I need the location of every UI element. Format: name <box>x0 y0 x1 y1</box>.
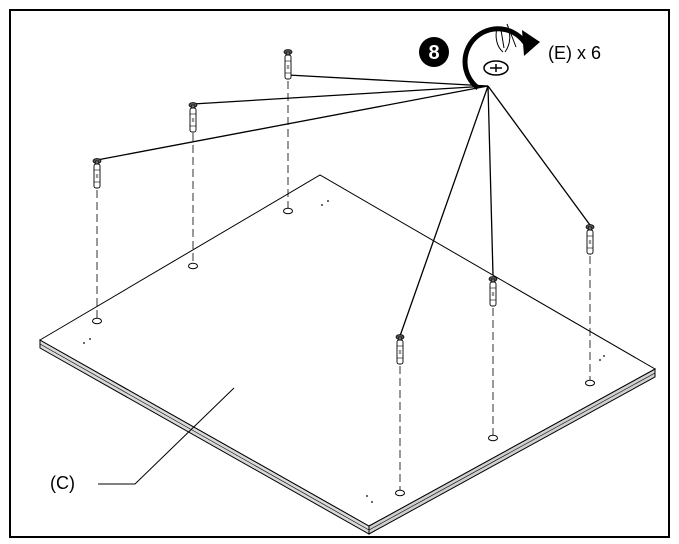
part-e-quantity-label: (E) x 6 <box>548 43 601 63</box>
page-frame <box>9 9 670 538</box>
cam-pin <box>92 158 102 189</box>
screw-head-icon <box>483 60 509 76</box>
cam-pin <box>283 49 293 80</box>
cam-pin <box>585 224 595 255</box>
dashed-guides <box>96 81 591 490</box>
hole <box>585 379 595 387</box>
part-c-callout: (C) <box>50 387 235 493</box>
hole <box>283 207 293 215</box>
cam-pin <box>488 276 498 307</box>
step-number-badge: 8 <box>419 37 449 67</box>
part-c-label: (C) <box>50 473 75 493</box>
hole <box>488 434 498 442</box>
board-top <box>38 174 657 527</box>
board-c <box>38 174 657 535</box>
hole <box>188 262 198 270</box>
part-c-leader <box>98 387 235 485</box>
hole <box>92 317 102 325</box>
step-number: 8 <box>428 42 439 64</box>
finger-twist-icon <box>495 23 517 53</box>
hole <box>395 489 405 497</box>
cam-pin <box>188 102 198 133</box>
leader-lines <box>96 74 591 337</box>
board-holes <box>92 207 595 497</box>
cam-pin <box>395 334 405 365</box>
pilot-marks <box>83 200 605 503</box>
clockwise-rotate-arrow-icon <box>462 26 540 90</box>
